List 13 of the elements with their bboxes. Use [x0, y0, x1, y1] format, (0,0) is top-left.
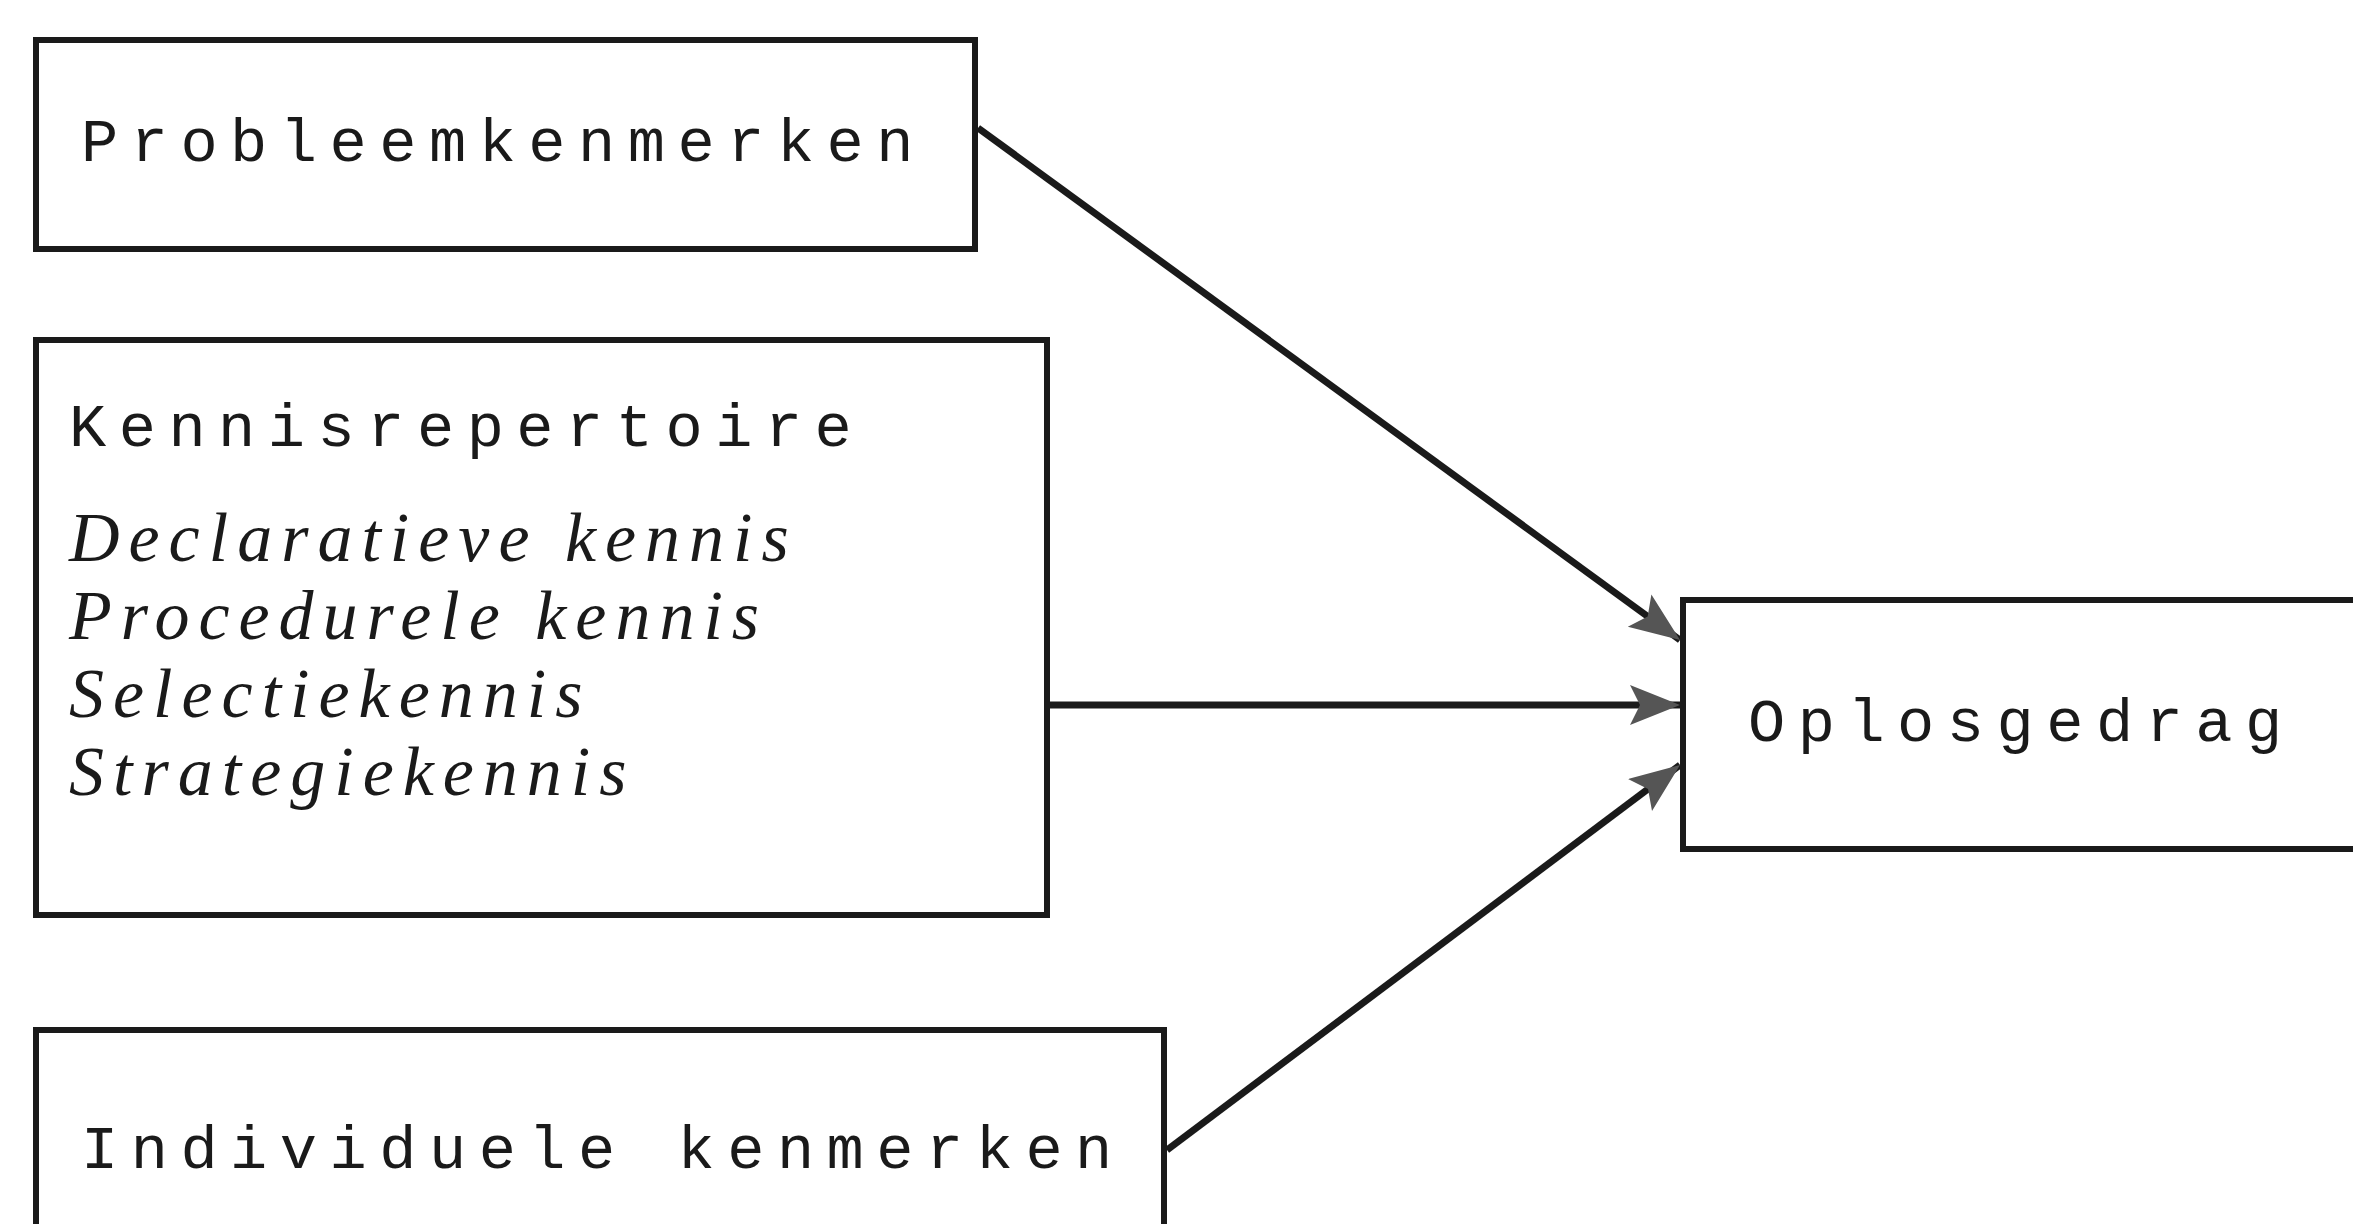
text-box	[33, 337, 1050, 918]
arrow	[1050, 685, 1680, 725]
text-box	[33, 1027, 1167, 1224]
list-item: Procedurele kennis	[69, 577, 770, 655]
box-label: Individuele kenmerken	[81, 1115, 1126, 1189]
text-box	[1680, 597, 2353, 852]
text-box	[33, 37, 978, 252]
list-item: Selectiekennis	[69, 655, 593, 733]
list-item: Strategiekennis	[69, 733, 637, 811]
box-label: Oplosgedrag	[1748, 687, 2296, 762]
list-item: Declaratieve kennis	[69, 499, 799, 577]
box-label: Kennisrepertoire	[69, 393, 866, 467]
box-label: Probleemkenmerken	[81, 107, 927, 182]
